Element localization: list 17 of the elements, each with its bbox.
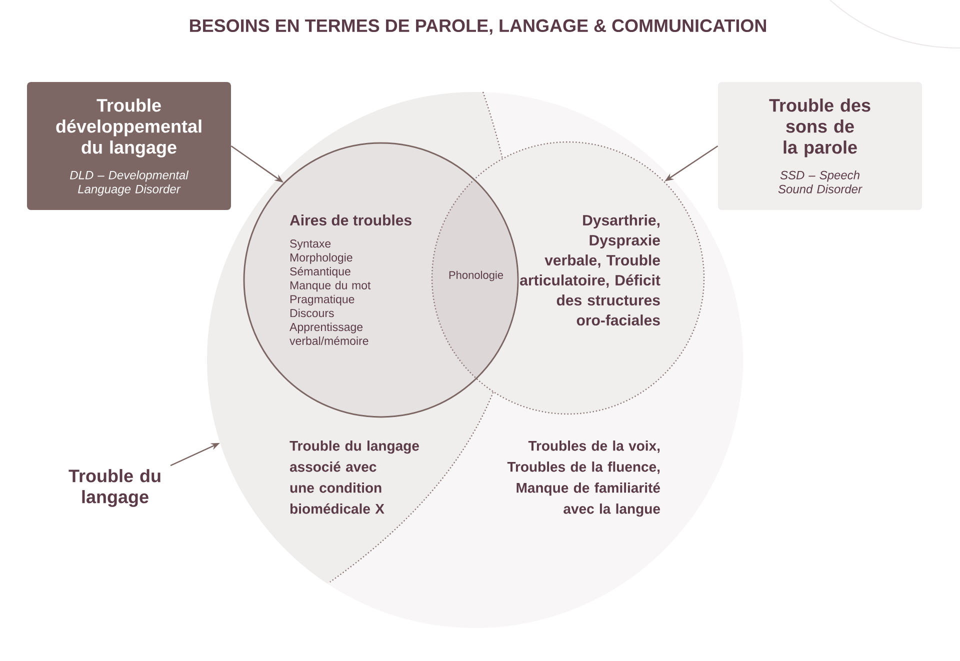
rounded-box: Trouble développemental du langage DLD – Developmental Language Disorder bbox=[27, 82, 231, 210]
node-label: Sémantique bbox=[290, 266, 350, 278]
title: BESOINS EN TERMES DE PAROLE, LANGAGE & COMMUNICATION bbox=[190, 19, 766, 35]
overlap-label: Phonologie bbox=[449, 270, 504, 282]
node-label: Pragmatique bbox=[290, 294, 354, 306]
node-label: Syntaxe bbox=[290, 240, 331, 250]
circle-heading: Aires de troubles bbox=[290, 214, 412, 226]
region-text: Troubles de la voix, Troubles de la fluence, Manque de familiarité avec la langue bbox=[507, 440, 660, 517]
node-label: Discours bbox=[290, 308, 334, 318]
rounded-box: Trouble des sons de la parole SSD – Speech Sound Disorder bbox=[718, 82, 922, 210]
node-label: Apprentissage verbal/mémoire bbox=[290, 322, 368, 345]
item-list: Syntaxe Morphologie Sémantique Manque du mot Pragmatique Discours Apprentissage verbal/mémoire bbox=[290, 240, 371, 345]
node-label: Morphologie bbox=[290, 253, 352, 264]
circle-text: Dysarthrie, Dyspraxie verbale, Trouble articulatoire, Déficit des structures oro-faciales bbox=[520, 214, 660, 326]
region-text: Trouble du langage associé avec une condition biomédicale X bbox=[290, 440, 419, 514]
side-label: Trouble du langage bbox=[68, 469, 160, 507]
node-label: Manque du mot bbox=[290, 280, 371, 292]
